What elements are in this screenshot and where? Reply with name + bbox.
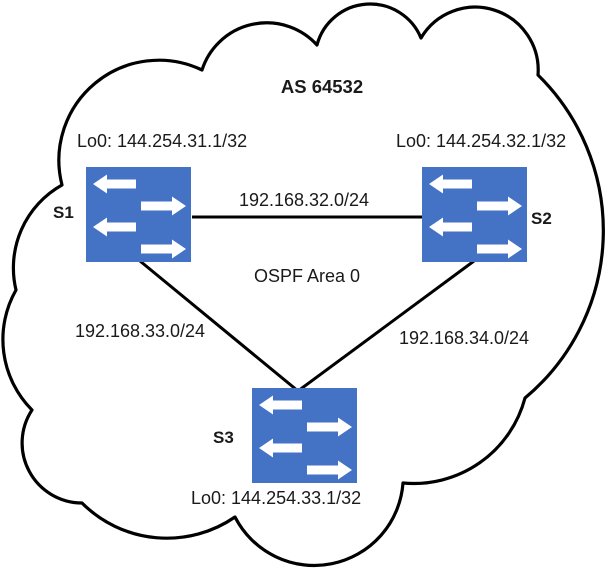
switch-s3-icon[interactable] [252, 388, 357, 483]
node-name-s1: S1 [53, 203, 74, 222]
switch-s2-icon[interactable] [422, 167, 527, 262]
link-s1-s3 [139, 259, 299, 393]
node-name-s2: S2 [531, 209, 552, 228]
switch-s1-icon[interactable] [86, 167, 191, 262]
link-s2-s3 [297, 259, 475, 393]
as-cloud-icon [1, 2, 605, 568]
loopback-label-s3: Lo0: 144.254.33.1/32 [191, 488, 362, 508]
loopback-label-s2: Lo0: 144.254.32.1/32 [396, 131, 567, 151]
as-number-label: AS 64532 [280, 76, 364, 97]
ospf-area-label: OSPF Area 0 [253, 266, 361, 286]
subnet-label-s2-s3: 192.168.34.0/24 [398, 328, 530, 348]
subnet-label-s1-s3: 192.168.33.0/24 [74, 321, 206, 341]
node-name-s3: S3 [213, 428, 234, 447]
subnet-label-s1-s2: 192.168.32.0/24 [238, 190, 370, 210]
loopback-label-s1: Lo0: 144.254.31.1/32 [77, 131, 248, 151]
